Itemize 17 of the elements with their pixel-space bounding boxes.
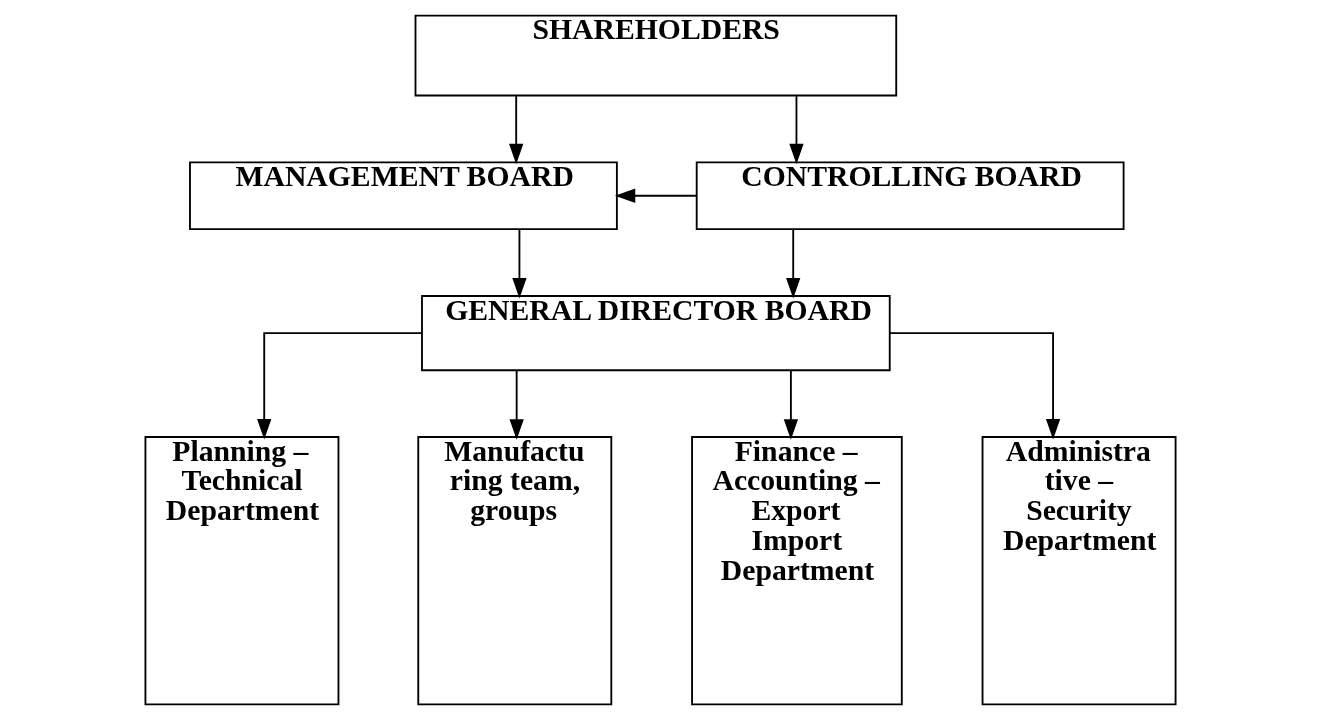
- node-box: CONTROLLING BOARD: [695, 161, 1125, 231]
- arrow: [783, 369, 799, 440]
- arrow: [509, 95, 524, 165]
- arrow: [786, 228, 801, 299]
- node-box: SHAREHOLDERS: [414, 14, 898, 97]
- node-box: Finance – Accounting – Export Import Department: [691, 436, 903, 706]
- arrow: [614, 188, 697, 203]
- arrow: [257, 332, 423, 440]
- arrow: [888, 332, 1061, 440]
- node-box: Planning – Technical Department: [144, 436, 340, 706]
- node-box: MANAGEMENT BOARD: [189, 161, 618, 231]
- node-box: GENERAL DIRECTOR BOARD: [421, 295, 891, 372]
- arrow: [789, 95, 804, 165]
- node-box: Administra tive – Security Department: [981, 436, 1177, 706]
- arrow: [512, 228, 527, 299]
- arrow: [509, 369, 524, 440]
- node-box: Manufactu ring team, groups: [417, 436, 613, 706]
